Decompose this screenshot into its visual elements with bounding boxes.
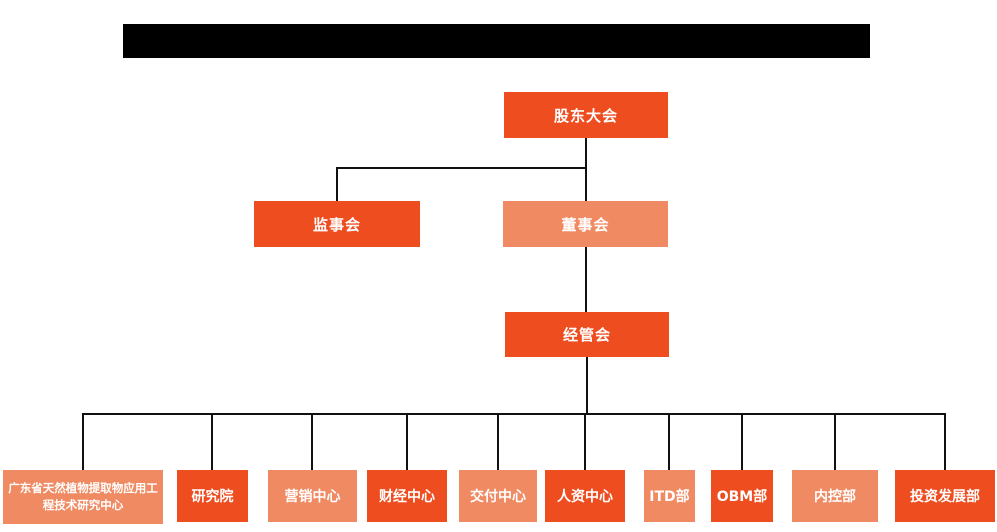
node-label: 财经中心	[379, 489, 435, 505]
node-dept-delivery-center: 交付中心	[459, 470, 537, 522]
node-dept-finance-center: 财经中心	[367, 470, 447, 522]
node-management-committee: 经管会	[505, 312, 669, 357]
connector-management-to-bus	[586, 357, 588, 415]
connector-to-supervisory-board	[336, 167, 338, 201]
node-dept-hr-center: 人资中心	[545, 470, 625, 522]
connector-drop-marketing-center	[311, 413, 313, 470]
node-label: 人资中心	[557, 489, 613, 505]
redacted-title-bar	[123, 24, 870, 58]
connector-drop-hr-center	[584, 413, 586, 470]
node-label: 投资发展部	[910, 489, 980, 505]
connector-drop-research-institute	[211, 413, 213, 470]
connector-drop-research-center	[82, 413, 84, 470]
connector-drop-finance-center	[406, 413, 408, 470]
connector-board-to-management	[585, 247, 587, 312]
node-label: OBM部	[716, 489, 768, 505]
node-label: 经管会	[562, 326, 611, 344]
node-dept-marketing-center: 营销中心	[268, 470, 357, 522]
node-label: 内控部	[814, 489, 856, 505]
connector-drop-delivery-center	[497, 413, 499, 470]
connector-drop-itd	[668, 413, 670, 470]
node-supervisory-board: 监事会	[254, 201, 420, 247]
connector-drop-investment-development	[944, 413, 946, 470]
node-board-of-directors: 董事会	[503, 201, 668, 247]
node-dept-obm: OBM部	[711, 470, 773, 522]
connector-drop-internal-control	[834, 413, 836, 470]
node-shareholders-meeting: 股东大会	[504, 92, 668, 138]
connector-root-to-level2	[585, 138, 587, 201]
node-dept-investment-development: 投资发展部	[895, 470, 995, 522]
node-label: 交付中心	[470, 489, 526, 505]
connector-level2-horizontal	[336, 167, 587, 169]
node-dept-research-center: 广东省天然植物提取物应用工程技术研究中心	[3, 470, 163, 524]
node-label: 股东大会	[553, 106, 618, 125]
connector-department-bus	[82, 413, 946, 415]
node-dept-internal-control: 内控部	[792, 470, 878, 522]
node-dept-research-institute: 研究院	[177, 470, 248, 522]
node-dept-itd: ITD部	[644, 470, 695, 522]
node-label: ITD部	[649, 489, 690, 505]
node-label: 董事会	[561, 215, 610, 234]
connector-drop-obm	[741, 413, 743, 470]
node-label: 营销中心	[284, 489, 341, 505]
node-label: 广东省天然植物提取物应用工程技术研究中心	[8, 481, 158, 512]
node-label: 研究院	[191, 489, 234, 505]
node-label: 监事会	[312, 215, 361, 234]
